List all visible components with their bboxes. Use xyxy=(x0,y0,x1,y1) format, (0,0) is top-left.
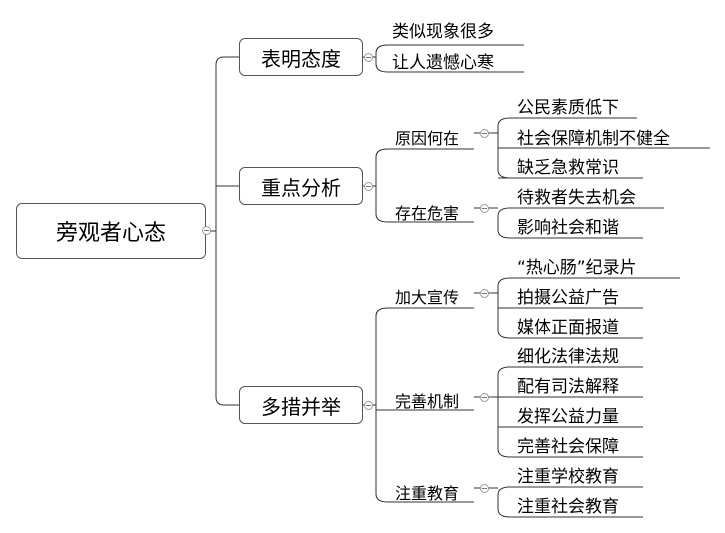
leaf-label[interactable]: 缺乏急救常识 xyxy=(517,158,619,178)
leaf-label[interactable]: 完善社会保障 xyxy=(517,437,619,457)
group-collapse-toggle[interactable] xyxy=(480,129,489,138)
branch-node-attitude[interactable]: 表明态度 xyxy=(239,38,363,76)
root-collapse-toggle[interactable] xyxy=(202,226,211,235)
leaf-label[interactable]: 发挥公益力量 xyxy=(517,407,619,427)
leaf-label[interactable]: 待救者失去机会 xyxy=(517,188,636,208)
branch-label: 重点分析 xyxy=(261,175,341,200)
leaf-label[interactable]: 注重学校教育 xyxy=(517,467,619,487)
branch-label: 表明态度 xyxy=(261,46,341,71)
leaf-label[interactable]: 社会保障机制不健全 xyxy=(517,129,670,149)
branch-node-analysis[interactable]: 重点分析 xyxy=(239,167,363,205)
group-collapse-toggle[interactable] xyxy=(480,484,489,493)
group-collapse-toggle[interactable] xyxy=(480,289,489,298)
root-label: 旁观者心态 xyxy=(55,221,166,246)
leaf-label[interactable]: 让人遗憾心寒 xyxy=(392,53,494,73)
branch-measures-collapse-toggle[interactable] xyxy=(364,401,373,410)
group-label[interactable]: 注重教育 xyxy=(395,484,460,503)
branch-attitude-collapse-toggle[interactable] xyxy=(364,53,373,62)
group-label[interactable]: 原因何在 xyxy=(395,129,460,148)
branch-analysis-collapse-toggle[interactable] xyxy=(364,182,373,191)
leaf-label[interactable]: “热心肠”纪录片 xyxy=(517,258,637,278)
leaf-label[interactable]: 拍摄公益广告 xyxy=(517,288,619,308)
branch-node-measures[interactable]: 多措并举 xyxy=(239,386,363,424)
leaf-label[interactable]: 细化法律法规 xyxy=(517,347,619,367)
group-label[interactable]: 存在危害 xyxy=(395,204,460,223)
leaf-label[interactable]: 配有司法解释 xyxy=(517,377,619,397)
group-collapse-toggle[interactable] xyxy=(480,393,489,402)
group-label[interactable]: 完善机制 xyxy=(395,392,460,411)
leaf-label[interactable]: 注重社会教育 xyxy=(517,497,619,517)
leaf-label[interactable]: 公民素质低下 xyxy=(517,98,619,118)
leaf-label[interactable]: 类似现象很多 xyxy=(392,22,494,42)
leaf-label[interactable]: 媒体正面报道 xyxy=(517,318,619,338)
root-node[interactable]: 旁观者心态 xyxy=(16,203,206,259)
leaf-label[interactable]: 影响社会和谐 xyxy=(517,218,619,238)
group-label[interactable]: 加大宣传 xyxy=(395,288,460,307)
branch-label: 多措并举 xyxy=(261,394,341,419)
group-collapse-toggle[interactable] xyxy=(480,204,489,213)
